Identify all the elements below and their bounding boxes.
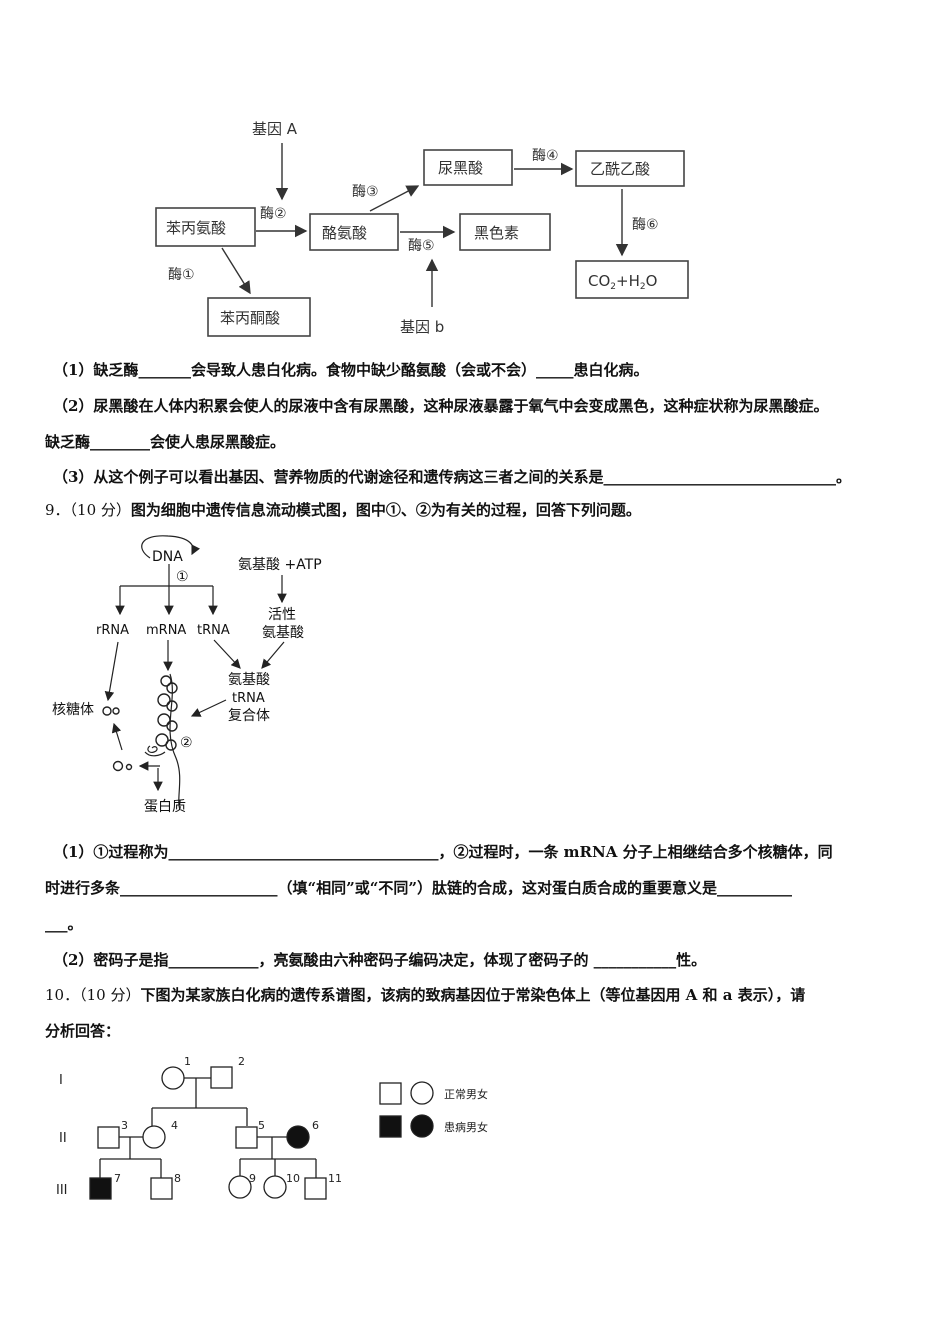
number-2: 2 [238,1055,245,1068]
q8-line-3: 缺乏酶________会使人患尿黑酸症。 [45,433,286,451]
number-5: 5 [258,1119,265,1132]
individual-10 [263,1175,287,1199]
acetoacetic-label: 乙酰乙酸 [590,160,650,178]
generation-1-label: I [59,1073,63,1088]
phenylalanine-label: 苯丙氨酸 [166,219,226,237]
q9-line-1: （1）①过程称为________________________________… [53,843,833,861]
number-7: 7 [114,1172,121,1185]
melanin-box [459,213,551,251]
gene-a-label: 基因 A [252,120,298,138]
protein-label: 蛋白质 [144,799,186,815]
number-8: 8 [174,1172,181,1185]
metabolism-diagram: 基因 A 酶② 苯丙氨酸 酶① 苯丙酮酸 酪氨酸 酶③ 尿黑酸 酶④ 乙酰乙酸 … [155,120,689,337]
q9-stem-text: 图为细胞中遗传信息流动模式图，图中①、②为有关的过程，回答下列问题。 [130,501,641,519]
amino-acid-atp-label: 氨基酸 +ATP [238,556,322,573]
legend-normal-label: 正常男女 [444,1087,488,1101]
melanin-label: 黑色素 [474,224,519,242]
legend-normal-male [379,1082,402,1105]
number-9: 9 [249,1172,256,1185]
gene-b-label: 基因 b [400,318,444,336]
gene-expression-diagram: DNA ① rRNA mRNA tRNA 氨基酸 +ATP 活性 氨基酸 氨基酸… [52,535,322,815]
legend-normal-female [410,1081,434,1105]
individual-1 [161,1066,185,1090]
enzyme-5-label: 酶⑤ [408,238,435,254]
number-6: 6 [312,1119,319,1132]
enzyme-4-label: 酶④ [532,148,559,164]
q10-stem: 10．（10 分）下图为某家族白化病的遗传系谱图，该病的致病基因位于常染色体上（… [45,985,805,1005]
co2-h2o-label: CO2+H2O [588,272,657,292]
rrna-label: rRNA [96,623,129,638]
process-2-label: ② [180,735,193,751]
q8-line-2: （2）尿黑酸在人体内积累会使人的尿液中含有尿黑酸，这种尿液暴露于氧气中会变成黑色… [53,397,829,415]
ribosome-label: 核糖体 [52,702,94,718]
enzyme-6-label: 酶⑥ [632,217,659,233]
legend-affected-label: 患病男女 [444,1120,488,1134]
q9-line-3: ___。 [45,915,83,933]
individual-5 [235,1126,258,1149]
acetoacetic-box [575,150,685,187]
individual-11 [304,1177,327,1200]
mrna-label: mRNA [146,623,186,638]
number-11: 11 [328,1172,342,1185]
trna-label: tRNA [197,623,230,638]
number-10: 10 [286,1172,300,1185]
number-1: 1 [184,1055,191,1068]
generation-3-label: III [56,1183,68,1198]
tyrosine-label: 酪氨酸 [322,224,367,242]
phenylpyruvate-box [207,297,311,337]
legend-affected-female [410,1114,434,1138]
co2-h2o-box [575,260,689,299]
homogentisic-label: 尿黑酸 [438,159,483,177]
phenylpyruvate-label: 苯丙酮酸 [220,309,280,327]
enzyme-3-label: 酶③ [352,184,379,200]
q9-line-2: 时进行多条_____________________（填“相同”或“不同”）肽链… [45,879,793,897]
polysome [155,675,178,751]
complex-label-2: tRNA [232,691,265,706]
activated-label-1: 活性 [268,607,296,623]
generation-2-label: II [59,1131,67,1146]
pedigree-chart: I II III 1 2 3 [56,1055,488,1200]
legend-affected-male [379,1115,402,1138]
homogentisic-box [423,149,513,186]
phenylalanine-box [155,207,256,247]
dna-label: DNA [152,549,183,565]
activated-label-2: 氨基酸 [262,624,304,641]
q9-stem: 9．（10 分）图为细胞中遗传信息流动模式图，图中①、②为有关的过程，回答下列问… [45,500,641,520]
q9-line-4: （2）密码子是指____________，亮氨酸由六种密码子编码决定，体现了密码… [53,951,707,969]
enzyme-1-label: 酶① [168,267,195,283]
q8-line-4: （3）从这个例子可以看出基因、营养物质的代谢途径和遗传病这三者之间的关系是___… [53,468,851,486]
q9-number: 9．（10 分） [45,501,131,519]
individual-6 [286,1125,310,1149]
number-4: 4 [171,1119,178,1132]
individual-7 [89,1177,112,1200]
q10-stem-text: 下图为某家族白化病的遗传系谱图，该病的致病基因位于常染色体上（等位基因用 A 和… [140,986,806,1004]
q10-number: 10．（10 分） [45,986,141,1004]
individual-3 [97,1126,120,1149]
tyrosine-box [309,213,399,251]
individual-4 [142,1125,166,1149]
complex-label-1: 氨基酸 [228,671,270,688]
process-1-label: ① [176,569,189,585]
complex-label-3: 复合体 [228,707,270,724]
q10-stem-line-2: 分析回答： [45,1022,121,1040]
number-3: 3 [121,1119,128,1132]
enzyme-2-label: 酶② [260,206,287,222]
q8-line-1: （1）缺乏酶_______会导致人患白化病。食物中缺少酪氨酸（会或不会）____… [53,361,649,379]
individual-9 [228,1175,252,1199]
individual-8 [150,1177,173,1200]
individual-2 [210,1066,233,1089]
